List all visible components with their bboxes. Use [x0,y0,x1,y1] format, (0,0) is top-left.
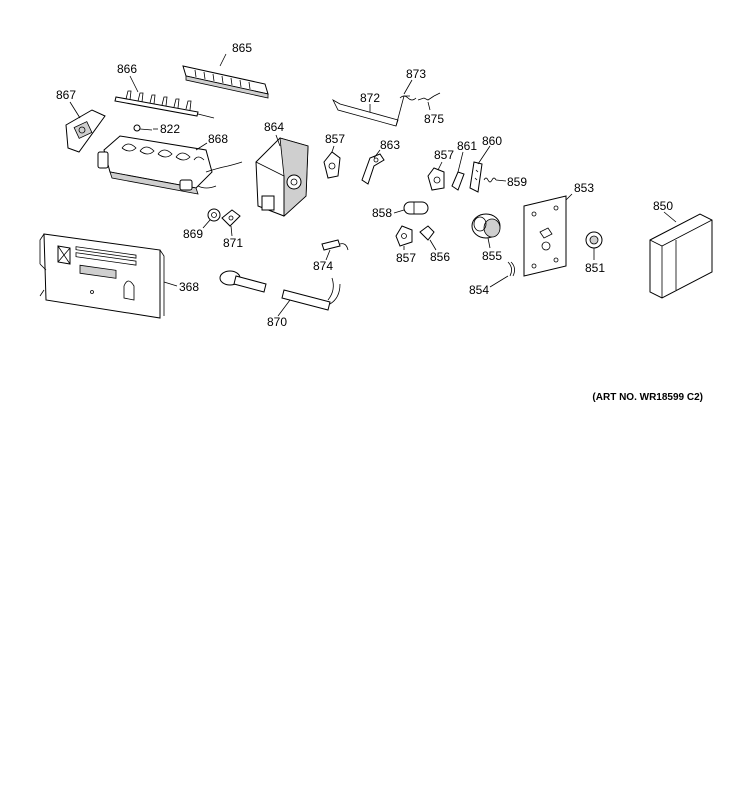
art-number: (ART NO. WR18599 C2) [592,392,703,403]
label-864: 864 [264,120,284,134]
label-873: 873 [406,67,426,81]
part-870-drawing [219,270,341,311]
part-851-drawing [585,231,603,249]
label-857-upper: 857 [325,132,345,146]
label-853: 853 [574,181,594,195]
part-857c-drawing [395,225,413,247]
label-868: 868 [208,132,228,146]
label-855: 855 [482,249,502,263]
part-868-drawing [97,135,243,195]
label-368: 368 [179,280,199,294]
part-871-drawing [221,209,241,227]
label-867: 867 [56,88,76,102]
label-866: 866 [117,62,137,76]
part-861-drawing [451,171,465,191]
part-857b-drawing [427,167,445,191]
part-866-drawing [114,90,215,119]
part-873-drawing [399,95,417,101]
label-870: 870 [267,315,287,329]
label-874: 874 [313,259,333,273]
part-857a-drawing [323,151,341,179]
label-822: 822 [160,122,180,136]
leader-lines [69,53,677,317]
part-859-drawing [483,177,497,183]
part-850-drawing [649,213,713,299]
part-867-drawing [65,109,106,153]
label-871: 871 [223,236,243,250]
part-875-drawing [417,92,441,101]
part-853-drawing [523,195,567,277]
part-860-drawing [469,161,483,193]
part-864-drawing [255,137,309,217]
label-851: 851 [585,261,605,275]
part-865-drawing [182,65,269,99]
label-850: 850 [653,199,673,213]
label-857-lower: 857 [396,251,416,265]
label-856: 856 [430,250,450,264]
label-869: 869 [183,227,203,241]
label-875: 875 [424,112,444,126]
label-859: 859 [507,175,527,189]
part-368-drawing [39,233,165,319]
part-863-drawing [361,153,385,185]
label-865: 865 [232,41,252,55]
label-858: 858 [372,206,392,220]
part-822-drawing [133,124,153,132]
label-872: 872 [360,91,380,105]
part-855-drawing [471,213,501,239]
label-863: 863 [380,138,400,152]
part-869-drawing [207,208,221,222]
part-856-drawing [419,225,435,241]
label-854: 854 [469,283,489,297]
part-854-drawing [507,261,515,277]
label-857-middle: 857 [434,148,454,162]
part-874-drawing [321,239,349,251]
part-858-drawing [403,201,429,215]
label-861: 861 [457,139,477,153]
label-860: 860 [482,134,502,148]
part-labels: 865 866 867 822 868 864 873 872 875 857 … [56,41,673,329]
